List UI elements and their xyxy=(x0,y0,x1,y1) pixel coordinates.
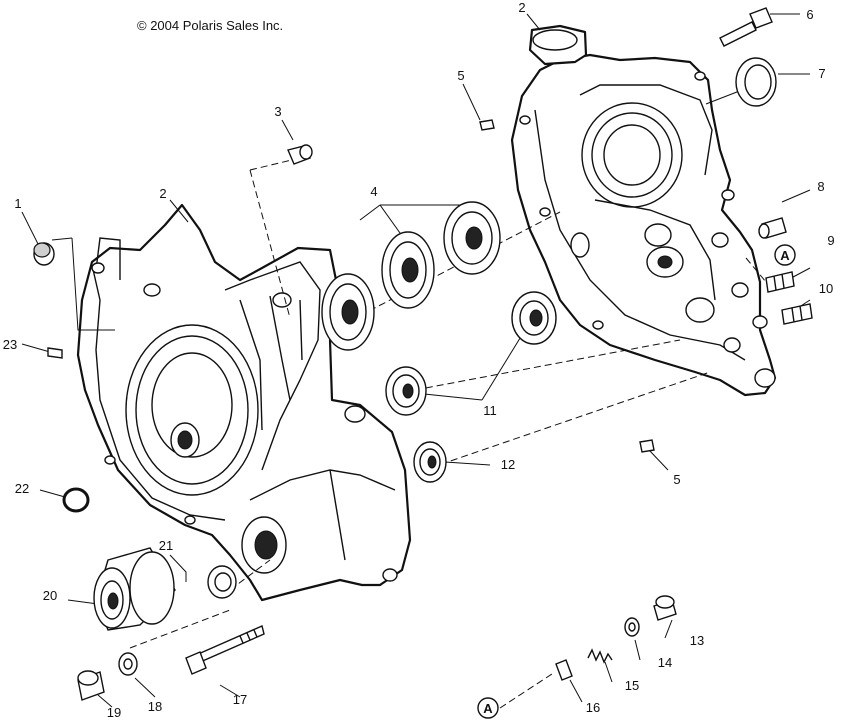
callout-labels: 1 2 2 3 4 5 5 6 7 8 9 10 11 12 13 14 15 … xyxy=(3,0,835,720)
callout-8: 8 xyxy=(817,179,824,194)
seal-part-21 xyxy=(207,565,237,599)
pulley-part-20 xyxy=(93,547,176,631)
callout-21: 21 xyxy=(159,538,173,553)
fitting-part-9 xyxy=(765,271,795,293)
right-crankcase-half xyxy=(510,24,777,397)
bearing-part-4-upper xyxy=(443,201,501,275)
plug-part-19 xyxy=(77,670,105,701)
callout-23: 23 xyxy=(3,337,17,352)
callout-11: 11 xyxy=(483,403,497,418)
callout-2-left: 2 xyxy=(159,186,166,201)
dowel-part-3 xyxy=(287,144,313,165)
fitting-part-10 xyxy=(781,303,813,325)
callout-5-upper: 5 xyxy=(457,68,464,83)
callout-19: 19 xyxy=(107,705,121,720)
callout-16: 16 xyxy=(586,700,600,715)
callout-15: 15 xyxy=(625,678,639,693)
reference-mark-a-upper-label: A xyxy=(780,248,790,263)
dowel-pin-part-5-lower xyxy=(639,439,655,453)
reference-mark-a-lower-label: A xyxy=(483,701,493,716)
callout-13: 13 xyxy=(690,633,704,648)
bearing-part-4-large xyxy=(321,273,375,351)
callout-17: 17 xyxy=(233,692,247,707)
callout-6: 6 xyxy=(806,7,813,22)
callout-3: 3 xyxy=(274,104,281,119)
callout-22: 22 xyxy=(15,481,29,496)
callout-10: 10 xyxy=(819,281,833,296)
reference-mark-a-upper: A xyxy=(774,244,796,266)
callout-12: 12 xyxy=(501,457,515,472)
plunger-part-16 xyxy=(555,659,573,681)
dowel-part-8 xyxy=(758,217,787,239)
callout-2-right: 2 xyxy=(518,0,525,15)
callout-1: 1 xyxy=(14,196,21,211)
bearing-part-11-upper xyxy=(511,291,557,345)
callout-7: 7 xyxy=(818,66,825,81)
o-ring-part-22 xyxy=(62,487,90,513)
spring-part-15 xyxy=(587,648,613,664)
callout-14: 14 xyxy=(658,655,672,670)
seal-part-7 xyxy=(735,57,777,107)
bearing-part-12 xyxy=(413,441,447,483)
dowel-pin-part-5-upper xyxy=(479,119,495,131)
bearing-part-11-lower xyxy=(385,366,427,416)
callout-4: 4 xyxy=(370,184,377,199)
reference-mark-a-lower: A xyxy=(477,697,499,719)
leader-lines xyxy=(21,13,811,709)
washer-part-18 xyxy=(118,652,138,676)
callout-20: 20 xyxy=(43,588,57,603)
plug-part-13 xyxy=(653,595,677,621)
callout-9: 9 xyxy=(827,233,834,248)
bolt-part-6 xyxy=(719,7,773,47)
bearing-part-4-middle xyxy=(381,231,435,309)
copyright-text: © 2004 Polaris Sales Inc. xyxy=(137,18,283,33)
callout-5-lower: 5 xyxy=(673,472,680,487)
callout-18: 18 xyxy=(148,699,162,714)
long-bolt-part-17 xyxy=(185,625,265,675)
washer-part-14 xyxy=(624,617,640,637)
left-crankcase-half xyxy=(76,203,412,602)
bushing-part-1 xyxy=(33,242,55,266)
dowel-pin-part-23 xyxy=(47,347,63,359)
